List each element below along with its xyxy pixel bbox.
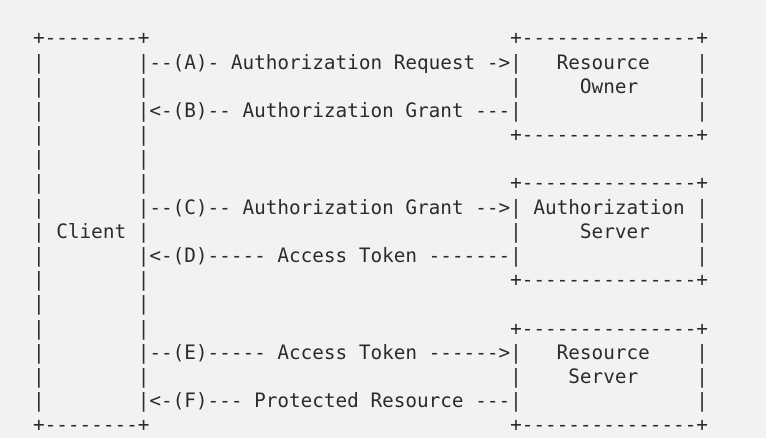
- ascii-row-8: | Client | | Server |: [33, 219, 708, 243]
- ascii-row-11: | |: [33, 292, 150, 316]
- ascii-row-7: | |--(C)-- Authorization Grant -->| Auth…: [33, 195, 708, 219]
- ascii-row-14: | | | Server |: [33, 364, 708, 388]
- ascii-row-13: | |--(E)----- Access Token ------>| Reso…: [33, 340, 708, 364]
- ascii-row-2: | | | Owner |: [33, 74, 708, 98]
- ascii-row-12: | | +---------------+: [33, 316, 708, 340]
- ascii-row-0: +--------+ +---------------+: [33, 26, 708, 50]
- ascii-row-9: | |<-(D)----- Access Token -------| |: [33, 244, 708, 268]
- ascii-row-6: | | +---------------+: [33, 171, 708, 195]
- ascii-row-3: | |<-(B)-- Authorization Grant ---| |: [33, 98, 708, 122]
- ascii-row-1: | |--(A)- Authorization Request ->| Reso…: [33, 50, 708, 74]
- ascii-row-10: | | +---------------+: [33, 268, 708, 292]
- oauth-abstract-protocol-flow-diagram: +--------+ +---------------+| |--(A)- Au…: [0, 19, 766, 436]
- ascii-row-15: | |<-(F)--- Protected Resource ---| |: [33, 389, 708, 413]
- ascii-row-16: +--------+ +---------------+: [33, 413, 708, 437]
- ascii-row-4: | | +---------------+: [33, 123, 708, 147]
- ascii-row-5: | |: [33, 147, 150, 171]
